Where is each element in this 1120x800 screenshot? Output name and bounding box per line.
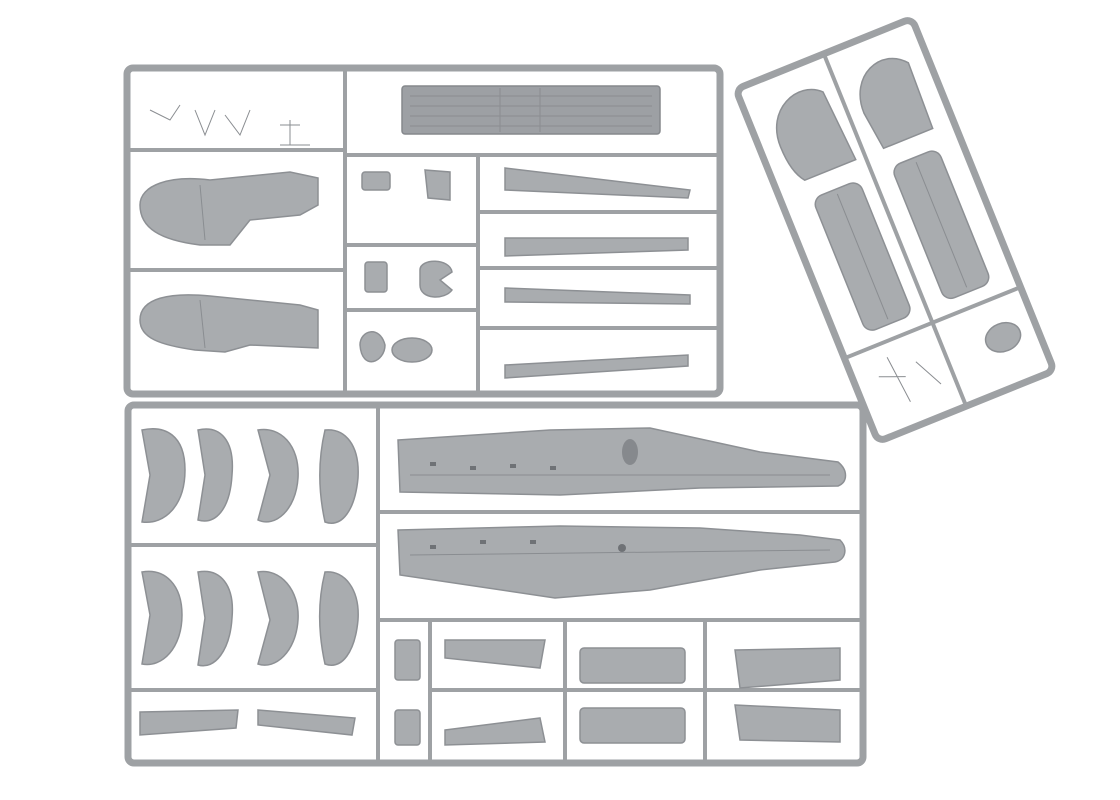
wing-piece-a (444, 639, 546, 669)
seat-part (424, 169, 451, 201)
small-strut-parts (149, 104, 310, 146)
block-part-2 (579, 707, 686, 744)
nose-panel-line-2 (199, 299, 206, 349)
small-bracket-1 (361, 171, 391, 191)
wing-spar-2 (504, 237, 689, 257)
block-part-3 (734, 647, 841, 689)
sprue-upper-left (123, 64, 724, 398)
engine-cowl-right (859, 57, 934, 150)
nacelle-line-left (836, 193, 889, 320)
small-parts-cluster (878, 356, 942, 402)
wing-spar-4 (504, 354, 689, 379)
wing-piece-b (444, 717, 546, 746)
wheel-half (419, 260, 454, 298)
sprue-upper-right (734, 17, 1056, 443)
small-panel-a (394, 639, 421, 681)
sprue-upper-left-frame (123, 64, 724, 398)
block-part-1 (579, 647, 686, 684)
flap-strip-left (139, 709, 239, 736)
sprue-upper-right-divider-h (843, 285, 1022, 361)
wheel-disc-1 (359, 331, 386, 363)
sprue-upper-right-divider-v (821, 53, 969, 407)
fuselage-half-lower (397, 525, 846, 599)
cargo-floor-ribs (410, 88, 652, 132)
wing-spar-1 (504, 167, 691, 199)
nose-half-upper (139, 171, 319, 246)
engine-cowl-left (775, 88, 857, 182)
nacelle-line-right (915, 161, 968, 288)
flap-strip-right (257, 709, 356, 736)
nose-half-lower (139, 294, 319, 353)
block-part-4 (734, 704, 841, 743)
wheel-disc-2 (391, 337, 433, 363)
cargo-floor-panel (401, 85, 661, 135)
small-bracket-2 (364, 261, 388, 293)
fuselage-windows (430, 439, 638, 552)
small-panel-b (394, 709, 421, 746)
small-round-cap (984, 321, 1022, 353)
control-surfaces (141, 428, 359, 667)
nose-panel-line-1 (199, 184, 206, 241)
fuselage-half-upper (397, 427, 847, 496)
sprue-lower-frame (124, 401, 867, 767)
sprue-lower (124, 401, 867, 767)
wing-spar-3 (504, 287, 691, 305)
fuselage-panel-line-2 (409, 549, 831, 556)
